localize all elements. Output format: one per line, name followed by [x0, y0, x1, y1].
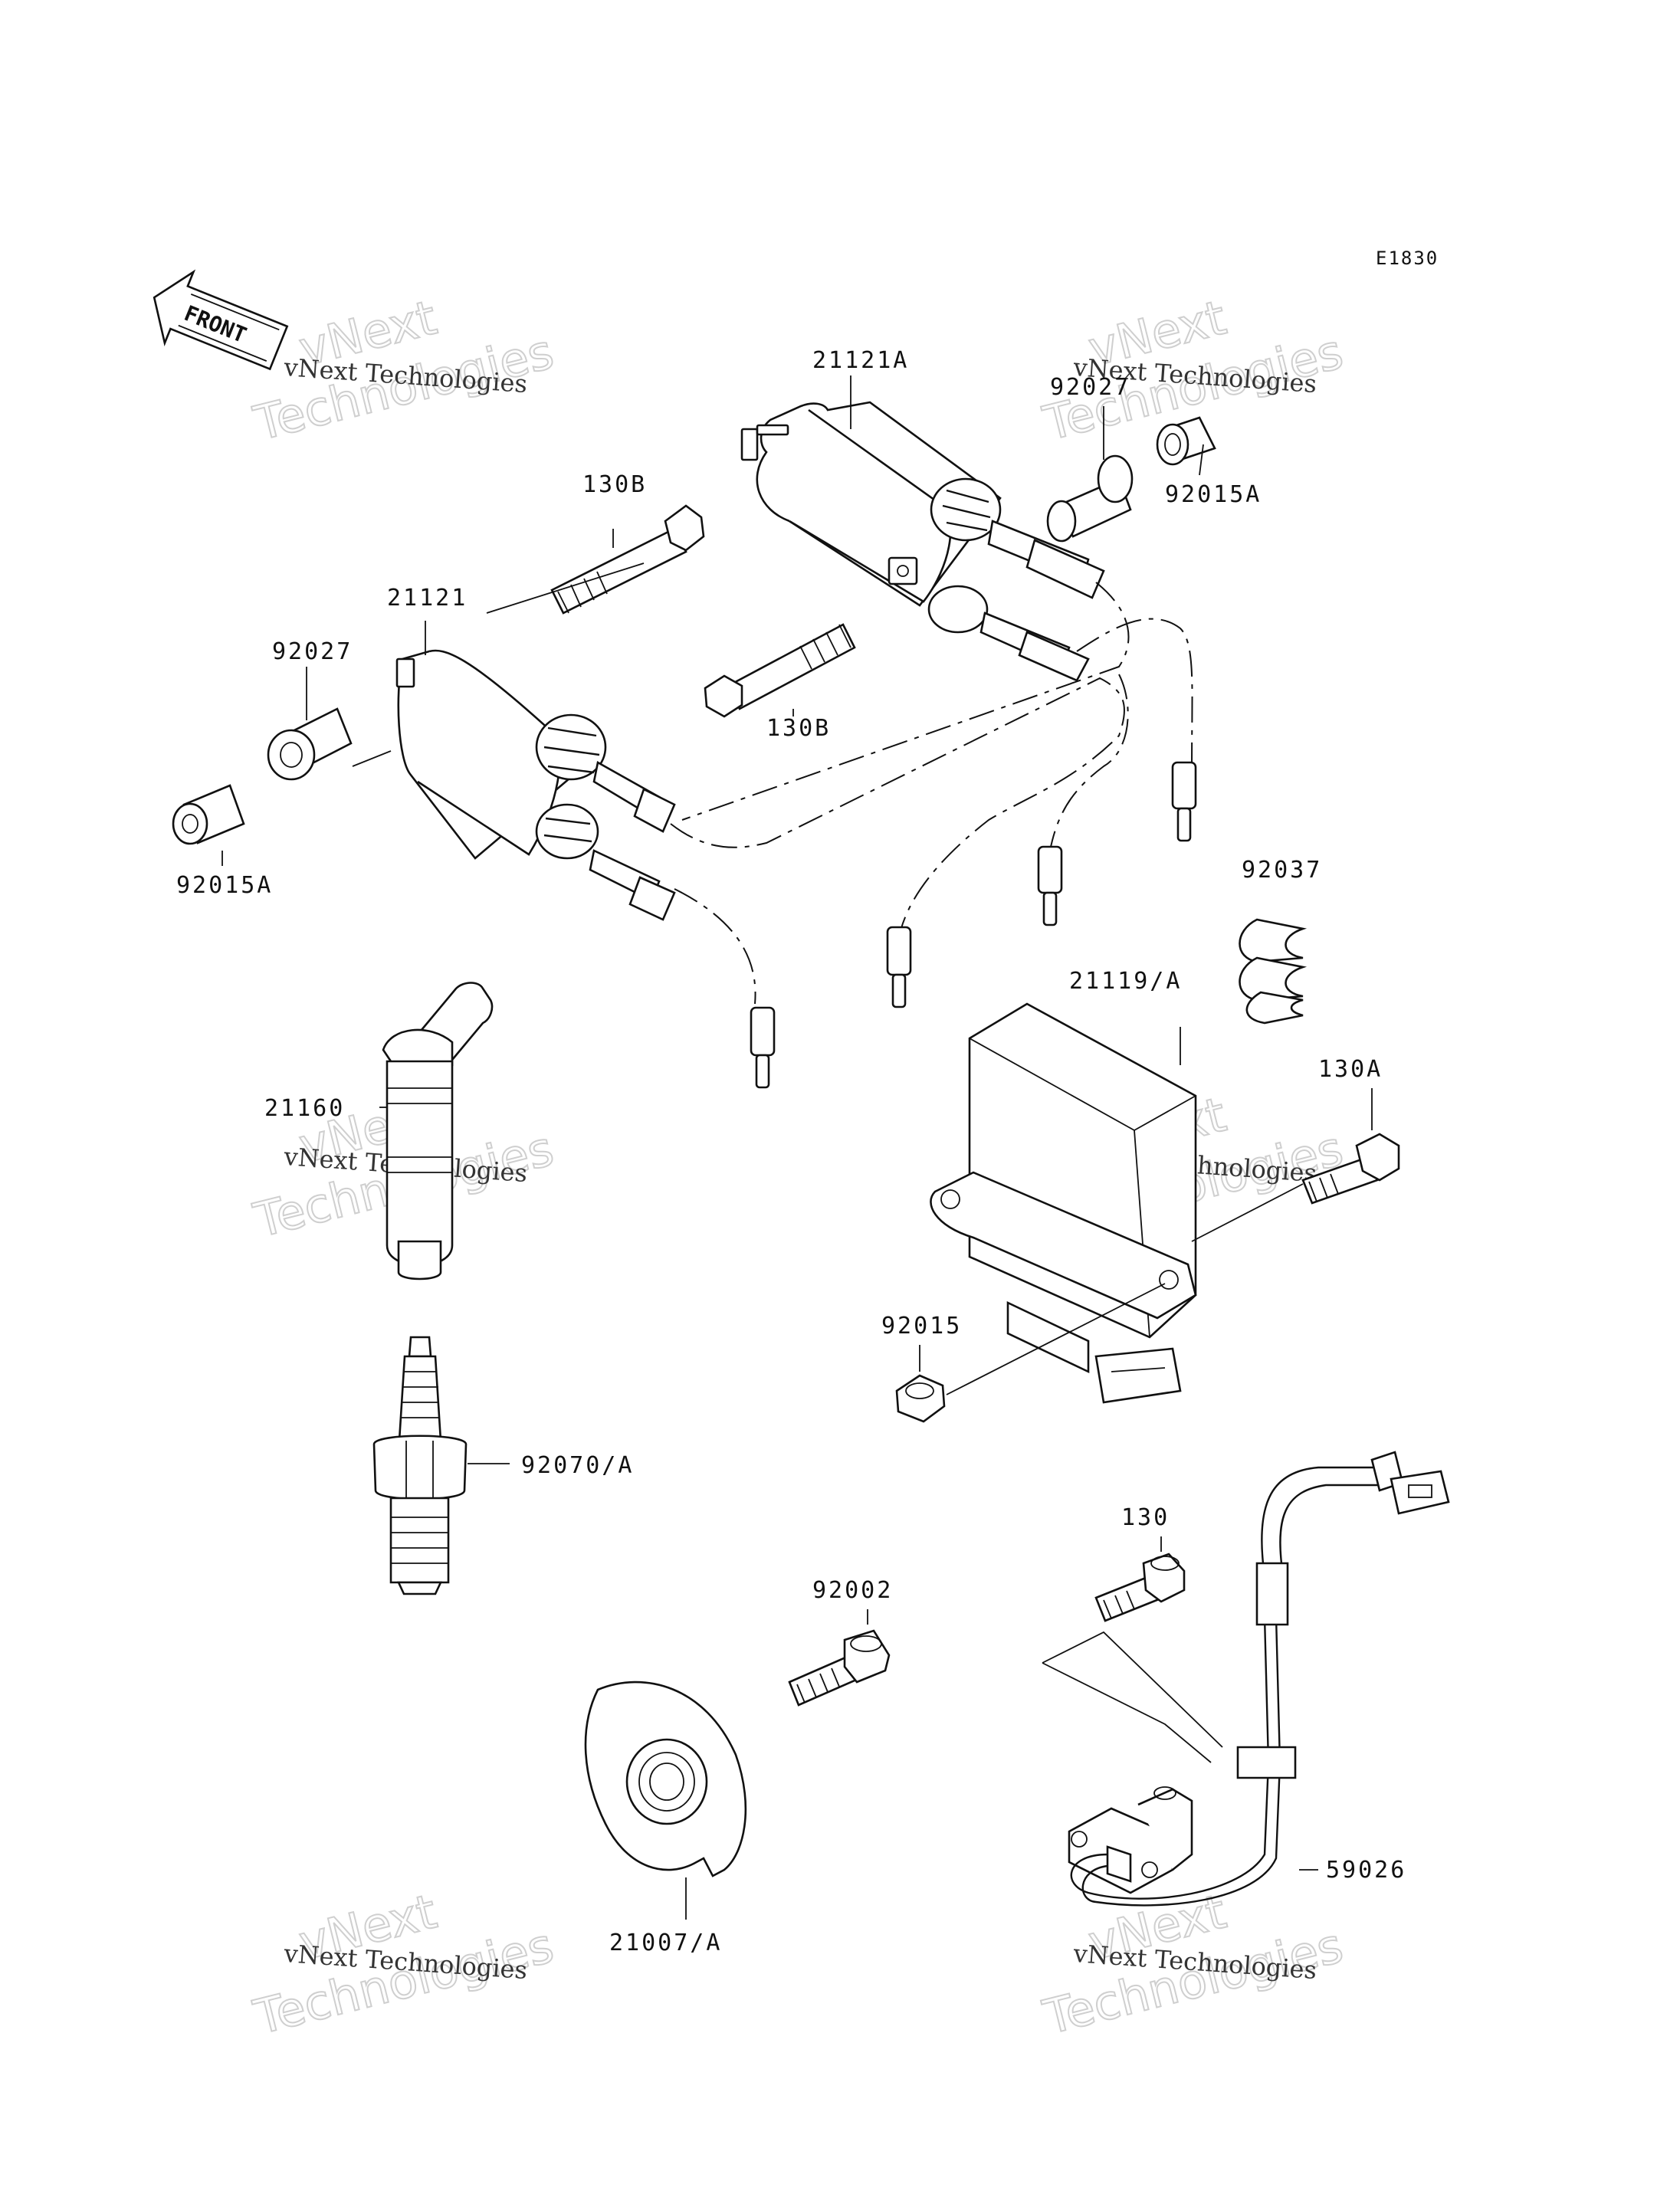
bolt-130a [1301, 1133, 1400, 1205]
part-label-21007a: 21007/A [609, 1930, 722, 1956]
pickup-coil-59026 [1068, 1451, 1450, 1907]
part-label-92015a-top: 92015A [1165, 481, 1262, 508]
ignition-coil-21121a [740, 401, 1105, 682]
part-label-130b-top: 130B [582, 471, 647, 498]
front-arrow-icon: FRONT [153, 269, 289, 371]
part-label-130: 130 [1121, 1504, 1170, 1531]
grommet-92015a-left [172, 784, 245, 845]
part-label-130b-bottom: 130B [766, 715, 831, 742]
clip-92037 [1239, 918, 1308, 1025]
grommet-92015a-top [1156, 416, 1216, 466]
bolt-130b-top [550, 504, 705, 615]
lead-end-caps [750, 761, 1197, 1089]
part-label-130a: 130A [1318, 1056, 1383, 1083]
nut-92015 [895, 1374, 946, 1423]
part-label-92070a: 92070/A [521, 1452, 634, 1479]
collar-92027-top [1046, 454, 1134, 543]
part-label-92015a-left: 92015A [176, 872, 273, 899]
part-label-92015: 92015 [881, 1313, 962, 1340]
timing-rotor-21007a [584, 1681, 747, 1877]
high-tension-leads [670, 582, 1193, 1005]
spark-plug-92070a [372, 1336, 468, 1595]
part-label-92002: 92002 [812, 1577, 893, 1604]
part-label-21121: 21121 [387, 585, 468, 612]
ignition-coil-21121 [395, 649, 676, 921]
part-label-92027-top: 92027 [1050, 374, 1130, 401]
watermark-top-left: vNext Technologies [248, 288, 559, 452]
part-label-59026: 59026 [1326, 1857, 1406, 1884]
bolt-130 [1094, 1553, 1186, 1622]
part-label-21119a: 21119/A [1069, 968, 1182, 995]
igniter-21119a [930, 1002, 1197, 1404]
bolt-130b-bottom [704, 623, 856, 718]
part-label-92027-left: 92027 [272, 638, 353, 665]
spark-plug-cap-21160 [382, 982, 494, 1280]
part-label-92037: 92037 [1242, 857, 1322, 884]
collar-92027-left [267, 707, 353, 781]
bolt-92002 [788, 1629, 891, 1707]
leader-lines [221, 375, 1373, 1920]
part-label-21160: 21160 [264, 1095, 345, 1122]
part-label-21121a: 21121A [812, 347, 909, 374]
reference-code: E1830 [1376, 248, 1439, 269]
